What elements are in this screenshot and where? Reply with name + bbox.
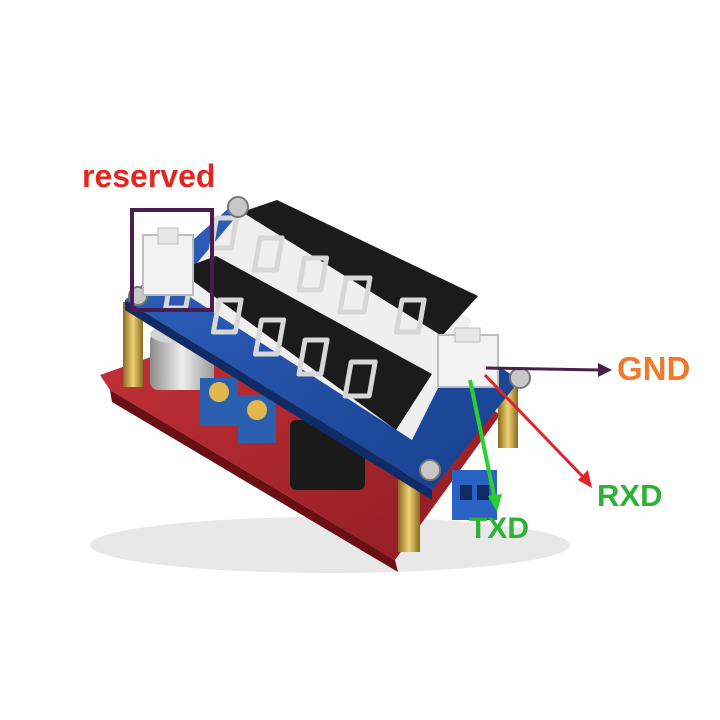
gnd-arrow bbox=[485, 363, 612, 377]
trimmer-pot-2-knob bbox=[247, 400, 267, 420]
rxd-label: RXD bbox=[597, 478, 663, 513]
txd-arrow bbox=[468, 379, 502, 512]
reserved-box bbox=[130, 208, 214, 312]
board-shadow bbox=[90, 517, 570, 573]
standoff-left bbox=[123, 302, 143, 387]
rxd-arrow bbox=[483, 373, 592, 488]
trimmer-pot-1-knob bbox=[209, 382, 229, 402]
reserved-label: reserved bbox=[82, 158, 216, 194]
display-digits bbox=[163, 215, 427, 399]
reserved-connector bbox=[142, 234, 194, 296]
blue-display-pcb-edge bbox=[125, 300, 432, 500]
red-pcb-edge bbox=[110, 390, 398, 572]
gnd-label: GND bbox=[617, 350, 691, 387]
txd-label: TXD bbox=[469, 512, 529, 545]
